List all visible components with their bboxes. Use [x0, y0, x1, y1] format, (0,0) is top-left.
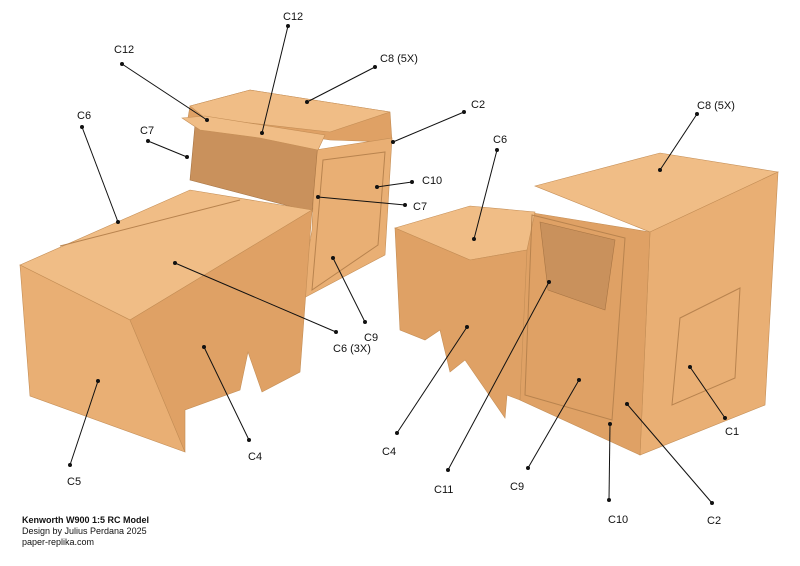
label-c8-left: C8 (5X): [380, 53, 418, 65]
label-c7-left: C7: [140, 125, 154, 137]
label-c7-right: C7: [413, 201, 427, 213]
label-c10-right: C10: [608, 514, 628, 526]
label-c2-left: C2: [471, 99, 485, 111]
label-c9-right: C9: [510, 481, 524, 493]
side-panel-outline: [671, 287, 741, 406]
visor: [181, 115, 326, 151]
label-c1: C1: [725, 426, 739, 438]
label-c2-right: C2: [707, 515, 721, 527]
label-c6-left: C6: [77, 110, 91, 122]
label-c12-left: C12: [114, 44, 134, 56]
window-opening: [539, 221, 616, 311]
label-c4-right: C4: [382, 446, 396, 458]
label-c6-right: C6: [493, 134, 507, 146]
label-c5: C5: [67, 476, 81, 488]
callouts: C12 C12 C8 (5X) C2 C6 C7 C10 C7 C6 (3X) …: [67, 11, 739, 527]
website: paper-replika.com: [22, 537, 95, 547]
left-cab-model: [19, 89, 393, 453]
right-cab-model: [394, 152, 780, 456]
hood-side: [394, 227, 528, 419]
label-c6-3x: C6 (3X): [333, 343, 371, 355]
hood-side: [129, 209, 313, 453]
label-c11: C11: [434, 484, 453, 496]
label-c12-top: C12: [283, 11, 303, 23]
door-outline: [311, 151, 386, 292]
diagram-title: Kenworth W900 1:5 RC Model: [22, 515, 150, 525]
credit: Design by Julius Perdana 2025: [22, 526, 147, 536]
label-c8-right: C8 (5X): [697, 100, 735, 112]
label-c9-left: C9: [364, 332, 378, 344]
label-c10-left: C10: [422, 175, 442, 187]
label-c4-left: C4: [248, 451, 262, 463]
door-outline: [524, 214, 626, 421]
caption: Kenworth W900 1:5 RC Model Design by Jul…: [22, 515, 149, 548]
